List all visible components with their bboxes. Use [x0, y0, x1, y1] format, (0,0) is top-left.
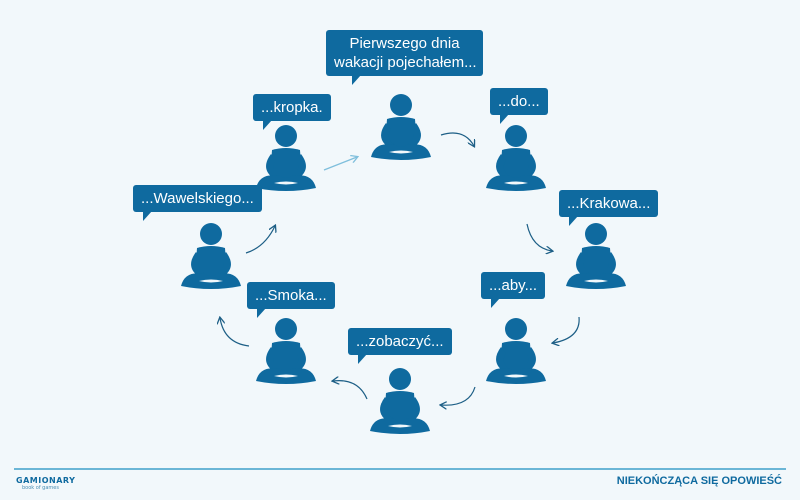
person-5-icon	[370, 368, 430, 434]
speech-bubble-3: ...Krakowa...	[559, 190, 659, 226]
curved-arrow-icon	[333, 381, 368, 400]
logo-text: GAMIONARY	[16, 476, 76, 485]
speech-bubble-4: ...aby...	[481, 272, 546, 308]
person-4-icon	[486, 318, 546, 384]
person-1-icon	[371, 94, 431, 160]
person-7-icon	[181, 223, 241, 289]
person-6-icon	[256, 318, 316, 384]
bubble-1-line2: wakacji pojechałem...	[334, 54, 477, 71]
speech-bubble-5: ...zobaczyć...	[348, 328, 452, 364]
person-3-icon	[566, 223, 626, 289]
curved-arrow-icon	[441, 386, 476, 405]
curved-arrow-icon	[440, 132, 474, 146]
speech-bubble-2: ...do...	[490, 88, 548, 124]
footer-divider	[14, 468, 786, 470]
curved-arrow-icon	[245, 226, 275, 254]
straight-arrow-icon	[323, 157, 357, 171]
curved-arrow-icon	[526, 223, 552, 251]
page-title: NIEKOŃCZĄCA SIĘ OPOWIEŚĆ	[616, 475, 782, 487]
speech-bubble-1: Pierwszego dnia wakacji pojechałem...	[326, 30, 483, 85]
gamionary-logo: GAMIONARY book of games	[16, 476, 75, 491]
curved-arrow-icon	[553, 316, 580, 343]
speech-bubble-7: ...Wawelskiego...	[133, 185, 262, 221]
speech-bubble-6: ...Smoka...	[247, 282, 335, 318]
bubble-1-line1: Pierwszego dnia	[349, 35, 460, 52]
person-2-icon	[486, 125, 546, 191]
person-8-icon	[256, 125, 316, 191]
speech-bubble-8: ...kropka.	[253, 94, 331, 130]
curved-arrow-icon	[220, 318, 250, 347]
logo-tagline: book of games	[22, 485, 59, 491]
